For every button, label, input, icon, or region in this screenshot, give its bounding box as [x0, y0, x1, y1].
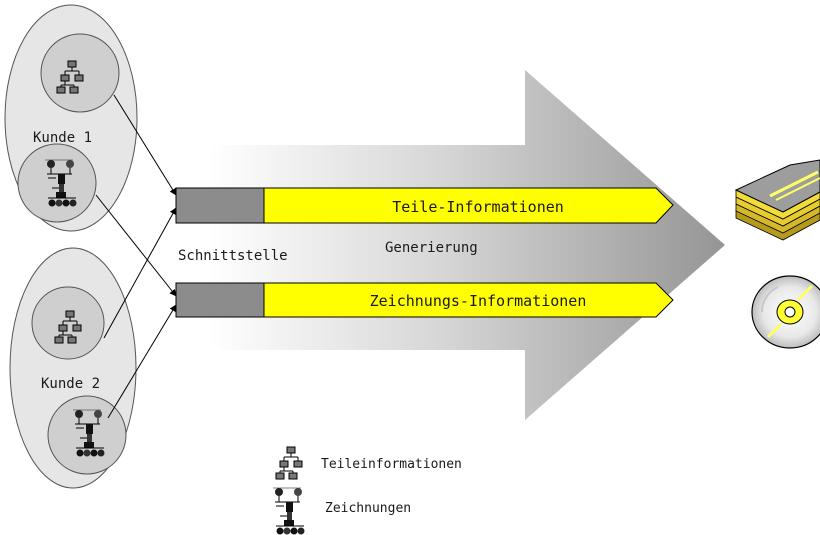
- bar-yellow-segment: [263, 187, 674, 224]
- interface-label: Schnittstelle: [178, 248, 288, 264]
- drawing-info-bar: Zeichnungs-Informationen: [175, 282, 674, 318]
- bar-yellow-segment: [263, 282, 674, 318]
- connector-lines: [95, 94, 177, 419]
- connector-arrow: [113, 94, 177, 196]
- legend: Teileinformationen Zeichnungen: [272, 446, 462, 535]
- bar-label: Teile-Informationen: [392, 198, 564, 216]
- book-stack-icon: [734, 159, 820, 241]
- bar-label: Zeichnungs-Informationen: [370, 292, 587, 310]
- parts-info-bar: Teile-Informationen: [175, 187, 674, 224]
- generation-arrow: [210, 70, 725, 420]
- parts-info-circle: [31, 286, 105, 360]
- parts-info-circle: [40, 33, 120, 113]
- bar-interface-segment: [175, 282, 265, 318]
- connector-arrow: [107, 304, 177, 419]
- connector-arrow: [95, 194, 177, 297]
- customer-label: Kunde 2: [41, 376, 100, 392]
- customer-label: Kunde 1: [33, 130, 92, 146]
- cd-icon: [751, 275, 820, 349]
- hierarchy-icon: [275, 446, 303, 480]
- bar-interface-segment: [175, 187, 265, 224]
- legend-label: Zeichnungen: [325, 501, 411, 516]
- generation-label: Generierung: [385, 240, 478, 256]
- customer-group-1: Kunde 1: [4, 4, 138, 232]
- drawing-circle: [17, 143, 97, 223]
- legend-label: Teileinformationen: [321, 457, 462, 472]
- customer-group-2: Kunde 2: [9, 247, 137, 489]
- connector-arrow: [103, 207, 177, 339]
- drawing-icon: [272, 487, 305, 535]
